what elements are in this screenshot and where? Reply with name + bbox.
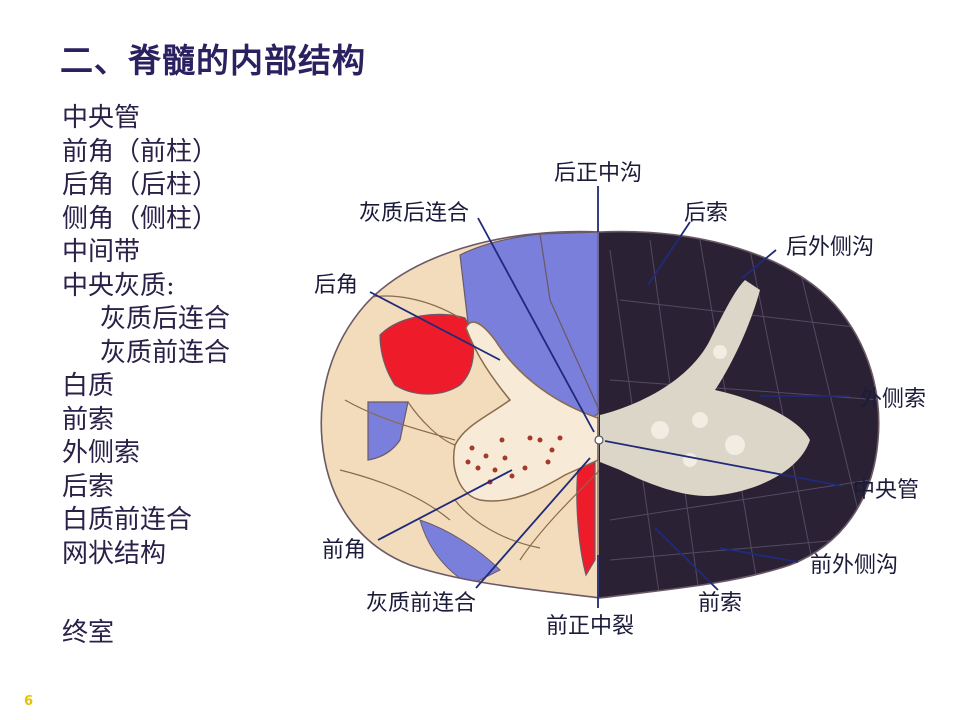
label-anterior-horn: 前角 [322, 538, 366, 563]
label-gray-anterior-commissure: 灰质前连合 [366, 591, 476, 616]
label-posterolateral-sulcus: 后外侧沟 [786, 235, 874, 260]
label-posterior-funiculus: 后索 [684, 201, 728, 226]
label-lateral-funiculus: 外侧索 [860, 387, 926, 412]
label-anterolateral-sulcus: 前外侧沟 [810, 553, 898, 578]
label-anterior-median-fissure: 前正中裂 [546, 614, 634, 639]
label-gray-posterior-commissure: 灰质后连合 [359, 201, 469, 226]
label-posterior-horn: 后角 [314, 273, 358, 298]
label-posterior-median-sulcus: 后正中沟 [554, 161, 642, 186]
label-central-canal: 中央管 [853, 478, 919, 503]
label-anterior-funiculus: 前索 [698, 591, 742, 616]
central-canal-marker [595, 436, 603, 444]
lateral-corticospinal-tract [380, 314, 474, 394]
page-number: 6 [24, 694, 33, 709]
